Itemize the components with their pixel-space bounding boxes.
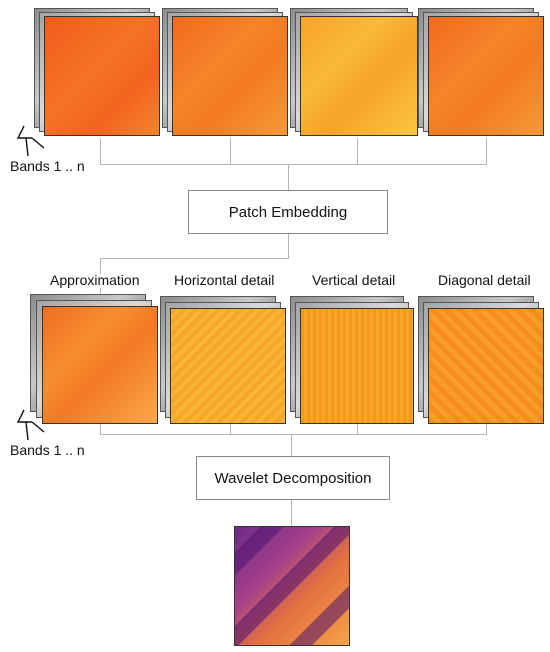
connector-line — [100, 258, 289, 259]
wavelet-decomposition-box: Wavelet Decomposition — [196, 456, 390, 500]
connector-line — [357, 424, 358, 434]
horizontal-detail-stack — [160, 296, 286, 424]
patch-embedding-box: Patch Embedding — [188, 190, 388, 234]
input-stack-2 — [162, 8, 288, 136]
horizontal-detail-heatmap — [170, 308, 286, 424]
diagonal-detail-heatmap — [428, 308, 544, 424]
input-stack-3 — [290, 8, 418, 136]
connector-line — [486, 138, 487, 164]
connector-line — [100, 164, 487, 165]
input-band-heatmap — [300, 16, 418, 136]
connector-line — [486, 424, 487, 434]
connector-line — [100, 258, 101, 274]
bands-label-top: Bands 1 .. n — [10, 158, 85, 174]
wavelet-decomposition-label: Wavelet Decomposition — [214, 469, 372, 487]
input-band-heatmap — [44, 16, 160, 136]
connector-line — [288, 234, 289, 258]
input-stack-1 — [34, 8, 160, 136]
input-band-heatmap — [428, 16, 544, 136]
bands-axis-icon — [14, 124, 54, 158]
diagonal-detail-stack — [418, 296, 544, 424]
bands-axis-icon — [14, 408, 54, 442]
patch-embedding-label: Patch Embedding — [228, 203, 348, 221]
input-band-heatmap — [172, 16, 288, 136]
connector-line — [288, 164, 289, 190]
approximation-heatmap — [42, 306, 158, 424]
input-stack-4 — [418, 8, 544, 136]
horizontal-detail-label: Horizontal detail — [174, 272, 275, 288]
connector-line — [230, 424, 231, 434]
vertical-detail-heatmap — [300, 308, 414, 424]
connector-line — [100, 288, 101, 296]
output-feature-heatmap — [234, 526, 350, 646]
connector-line — [100, 434, 487, 435]
connector-line — [100, 424, 101, 434]
vertical-detail-stack — [290, 296, 414, 424]
connector-line — [291, 500, 292, 526]
bands-label-bottom: Bands 1 .. n — [10, 442, 85, 458]
approximation-stack — [30, 294, 158, 424]
connector-line — [230, 138, 231, 164]
connector-line — [100, 138, 101, 164]
vertical-detail-label: Vertical detail — [312, 272, 396, 288]
connector-line — [357, 138, 358, 164]
diagonal-detail-label: Diagonal detail — [438, 272, 531, 288]
connector-line — [291, 434, 292, 456]
approximation-label: Approximation — [50, 272, 140, 288]
